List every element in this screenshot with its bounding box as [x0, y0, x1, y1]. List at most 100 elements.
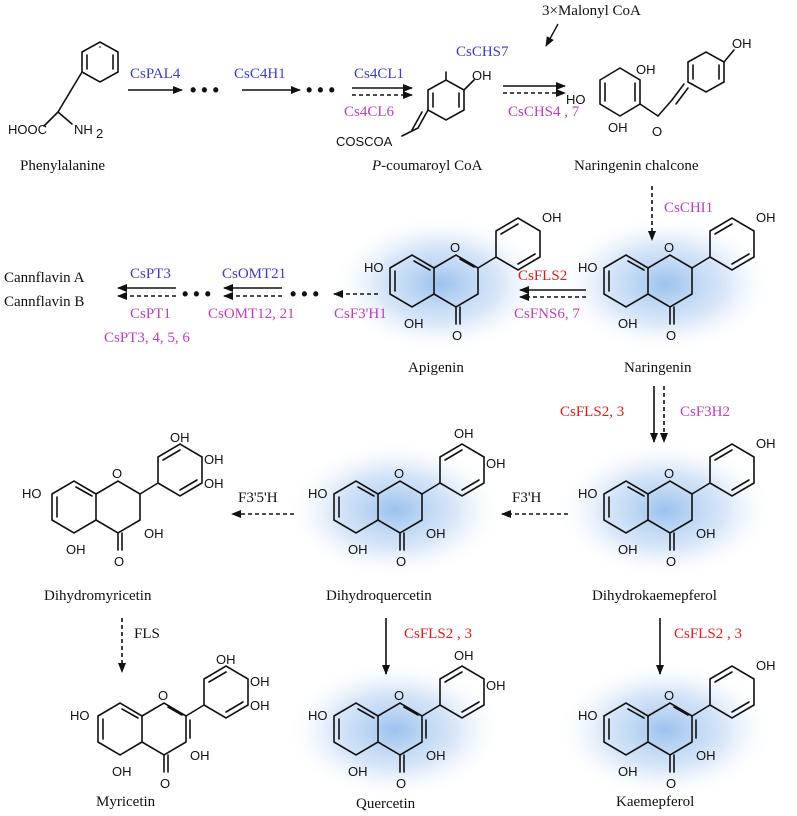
dihydroquercetin-highlight	[285, 440, 505, 580]
atom-label: OH	[348, 542, 368, 557]
atom-label: HO	[566, 92, 586, 107]
naringenin-chalcone-label: Naringenin chalcone	[574, 158, 699, 174]
dihydrokaempferol-label: Dihydrokaemepferol	[592, 588, 717, 604]
atom-label: OH	[756, 436, 776, 451]
atom-label: OH	[190, 748, 210, 763]
atom-label: HO	[578, 486, 598, 501]
atom-label: O	[158, 688, 168, 703]
enzyme-cspt-multi: CsPT3, 4, 5, 6	[104, 330, 190, 346]
ellipsis-3: • • •	[290, 284, 319, 304]
enzyme-csomt12-21: CsOMT12, 21	[208, 306, 295, 322]
atom-label: OH	[216, 652, 236, 667]
dihydrokaempferol-structure: HO OH O O OH OH	[578, 436, 776, 569]
atom-label: OH	[250, 674, 270, 689]
atom-label: HOOC	[8, 122, 47, 137]
kaempferol-structure: HO OH O O OH OH	[578, 658, 776, 791]
atom-label: O	[664, 466, 674, 481]
atom-label: OH	[542, 210, 562, 225]
atom-label: HO	[364, 260, 384, 275]
atom-label: O	[394, 466, 404, 481]
kaempferol-highlight	[555, 660, 775, 800]
atom-label: O	[664, 240, 674, 255]
quercetin-highlight	[285, 660, 505, 800]
atom-label: O	[394, 688, 404, 703]
atom-label: HO	[578, 708, 598, 723]
enzyme-cs4cl1: Cs4CL1	[354, 66, 404, 82]
atom-label: O	[396, 554, 406, 569]
atom-label: OH	[170, 430, 190, 445]
malonyl-coa-label: 3×Malonyl CoA	[542, 3, 641, 19]
atom-label: OH	[636, 62, 656, 77]
atom-label: OH	[486, 678, 506, 693]
enzyme-fls: FLS	[134, 626, 160, 642]
enzyme-csfls2-3-b: CsFLS2 , 3	[404, 626, 472, 642]
enzyme-csfls2-top: CsFLS2	[518, 268, 567, 284]
naringenin-label: Naringenin	[624, 360, 692, 376]
enzyme-cspt3: CsPT3	[130, 266, 171, 282]
cannflavin-a-label: Cannflavin A	[4, 270, 85, 286]
phenylalanine-label: Phenylalanine	[20, 158, 105, 174]
atom-label: OH	[112, 764, 132, 779]
enzyme-csfls2-3-a: CsFLS2, 3	[560, 404, 624, 420]
quercetin-label: Quercetin	[356, 796, 416, 812]
cannflavin-b-label: Cannflavin B	[4, 294, 84, 310]
atom-label: OH	[696, 748, 716, 763]
dihydroquercetin-structure: HO OH O O OH OH OH	[308, 426, 506, 569]
atom-label: O	[396, 776, 406, 791]
dihydromyricetin-label: Dihydromyricetin	[44, 588, 152, 604]
ellipsis-1: • • •	[190, 80, 219, 100]
ellipsis-4: • • •	[182, 284, 211, 304]
enzyme-cs4cl6: Cs4CL6	[344, 104, 395, 120]
atom-label: OH	[348, 764, 368, 779]
atom-label: O	[652, 124, 662, 139]
atom-label: OH	[250, 698, 270, 713]
apigenin-label: Apigenin	[408, 360, 464, 376]
atom-label: HO	[578, 260, 598, 275]
atom-label: HO	[22, 486, 42, 501]
atom-label: OH	[618, 764, 638, 779]
atom-label: O	[450, 240, 460, 255]
atom-label: OH	[608, 120, 628, 135]
p-coumaroyl-coa-structure: OH COSCOA	[336, 68, 492, 149]
enzyme-csomt21: CsOMT21	[222, 266, 286, 282]
atom-label: NH	[74, 122, 93, 137]
atom-label: OH	[486, 456, 506, 471]
atom-label: OH	[472, 68, 492, 83]
atom-label: O	[112, 466, 122, 481]
enzyme-cspt1: CsPT1	[130, 306, 171, 322]
atom-label: OH	[204, 476, 224, 491]
atom-label: OH	[696, 526, 716, 541]
atom-label: OH	[204, 452, 224, 467]
naringenin-structure: HO OH O O OH	[578, 210, 776, 343]
atom-label: O	[666, 776, 676, 791]
myricetin-structure: HO OH O O OH OH OH OH	[70, 652, 270, 791]
atom-label: O	[114, 554, 124, 569]
enzyme-csf3h2: CsF3H2	[680, 404, 730, 420]
ellipsis-2: • • •	[306, 80, 335, 100]
dihydroquercetin-label: Dihydroquercetin	[326, 588, 432, 604]
phenylalanine-structure: HOOC NH 2	[8, 41, 119, 141]
arrow-malonyl	[545, 23, 559, 47]
apigenin-highlight	[330, 214, 550, 354]
atom-label: HO	[308, 486, 328, 501]
enzyme-csf3h1: CsF3'H1	[334, 306, 387, 322]
enzyme-csc4h1: CsC4H1	[234, 66, 286, 82]
atom-label: OH	[454, 426, 474, 441]
atom-label: O	[666, 554, 676, 569]
p-coumaroyl-coa-label: P-coumaroyl CoA	[371, 158, 483, 174]
atom-label: OH	[144, 526, 164, 541]
atom-label: OH	[426, 748, 446, 763]
atom-label: O	[666, 328, 676, 343]
myricetin-label: Myricetin	[96, 794, 156, 810]
atom-label: COSCOA	[336, 134, 393, 149]
atom-label: OH	[66, 542, 86, 557]
dihydromyricetin-structure: HO OH O O OH OH OH OH	[22, 430, 224, 569]
apigenin-structure: HO OH O O OH	[364, 210, 562, 343]
enzyme-cschi1: CsCHI1	[664, 200, 713, 216]
enzyme-f3prime-h: F3'H	[512, 490, 542, 506]
atom-label: O	[664, 688, 674, 703]
atom-label: OH	[426, 526, 446, 541]
quercetin-structure: HO OH O O OH OH OH	[308, 648, 506, 791]
atom-label: OH	[756, 658, 776, 673]
